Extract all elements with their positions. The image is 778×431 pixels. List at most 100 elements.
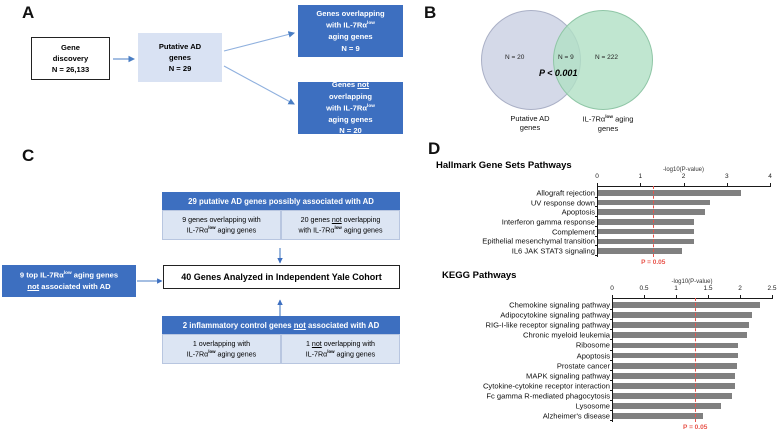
bar [613, 302, 761, 308]
y-tick [595, 206, 597, 208]
x-tick [726, 183, 728, 187]
x-tick-label: 0.5 [639, 285, 649, 292]
x-tick-label: 3 [724, 173, 729, 180]
y-tick [610, 400, 612, 401]
not-overlap-line-5: N = 20 [339, 126, 362, 136]
y-tick [595, 196, 597, 198]
category-label: Complement [551, 227, 595, 237]
y-tick [595, 216, 597, 218]
pvalue-threshold-line [653, 186, 655, 257]
category-label: Lysosome [575, 401, 610, 411]
c-left-line-1: 9 top IL-7Rαlow aging genes [19, 270, 119, 280]
category-label: Fc gamma R-mediated phagocytosis [486, 391, 610, 401]
bar [598, 248, 683, 254]
pvalue-threshold-label: P = 0.05 [683, 424, 708, 431]
x-tick-label: 4 [768, 173, 772, 180]
venn-circle-il7ra-aging [553, 10, 653, 110]
c-top-right-line-1: 20 genes not overlapping [300, 215, 381, 224]
c-top-left-line-1: 9 genes overlapping with [182, 215, 261, 224]
not-overlap-line-1: Genes not [331, 80, 370, 90]
category-label: MAPK signaling pathway [526, 371, 610, 381]
venn-count-intersection: N = 9 [558, 54, 574, 61]
y-tick [610, 379, 612, 381]
genes-overlapping-box: Genes overlapping with IL-7Rαlow aging g… [298, 5, 403, 57]
overlap-line-4: N = 9 [341, 43, 360, 53]
c-top-header-text: 29 putative AD genes possibly associated… [188, 196, 374, 206]
category-label: Epithelial mesenchymal transition [482, 236, 595, 246]
c-top-right-box: 20 genes not overlapping with IL-7Rαlow … [281, 210, 400, 240]
category-label: Ribosome [575, 340, 610, 350]
bar [613, 382, 735, 389]
category-label: Adipocytokine signaling pathway [500, 310, 610, 320]
x-tick [644, 295, 645, 299]
venn-pvalue: P < 0.001 [539, 68, 578, 78]
pvalue-threshold-line [695, 298, 697, 423]
x-tick [708, 295, 709, 299]
venn-diagram: N = 20 N = 9 N = 222 P < 0.001 Putative … [460, 8, 760, 133]
y-tick [610, 309, 612, 311]
y-tick [610, 369, 612, 371]
y-tick [610, 410, 612, 412]
x-axis-title: -log10(P-value) [671, 279, 713, 285]
chart-title: Hallmark Gene Sets Pathways [436, 160, 572, 171]
not-overlap-line-3: with IL-7Rαlow [326, 103, 375, 113]
x-tick [770, 183, 771, 187]
bar [613, 393, 733, 399]
panel-b-letter: B [424, 3, 437, 22]
x-tick-label: 0 [595, 173, 599, 180]
bar [598, 228, 694, 235]
pvalue-threshold-label: P = 0.05 [641, 258, 666, 266]
not-overlap-line-2: overlapping [328, 91, 373, 101]
c-top-left-line-2: IL-7Rαlow aging genes [186, 224, 257, 235]
bar [613, 312, 752, 319]
category-label: Cytokine-cytokine receptor interaction [482, 381, 610, 391]
x-tick [640, 183, 642, 187]
x-axis-title: -log10(P-value) [662, 167, 705, 173]
bar [613, 403, 721, 409]
c-bottom-right-box: 1 not overlapping with IL-7Rαlow aging g… [281, 334, 400, 364]
y-tick [610, 389, 612, 391]
category-label: Interferon gamma response [501, 217, 595, 227]
c-center-box: 40 Genes Analyzed in Independent Yale Co… [163, 265, 400, 289]
c-bottom-left-box: 1 overlapping with IL-7Rαlow aging genes [162, 334, 281, 364]
bar [613, 322, 749, 329]
y-tick [610, 420, 612, 422]
panel-d-letter: D [428, 139, 441, 158]
overlap-line-3: aging genes [328, 32, 373, 42]
y-tick [610, 359, 612, 361]
y-tick [595, 254, 597, 256]
category-label: Apoptosis [561, 207, 595, 217]
x-tick-label: 1 [674, 285, 678, 292]
bar [598, 209, 705, 216]
y-tick [595, 245, 597, 247]
bar [598, 219, 694, 225]
c-bottom-header-text: 2 inflammatory control genes not associa… [182, 320, 380, 330]
gene-discovery-text: Gene discovery N = 26,133 [51, 43, 90, 74]
genes-not-overlapping-box: Genes not overlapping with IL-7Rαlow agi… [298, 80, 403, 136]
c-bottom-right-line-1: 1 not overlapping with [305, 339, 375, 348]
putative-ad-genes-text: Putative AD genes N = 29 [158, 42, 202, 73]
y-tick [610, 339, 612, 341]
venn-count-right: N = 222 [595, 54, 618, 61]
gene-discovery-box: Gene discovery N = 26,133 [31, 37, 110, 80]
x-tick-label: 2.5 [767, 285, 777, 292]
c-top-left-box: 9 genes overlapping with IL-7Rαlow aging… [162, 210, 281, 240]
category-label: Apoptosis [576, 351, 610, 361]
category-label: Allograft rejection [536, 188, 595, 198]
overlap-line-2: with IL-7Rαlow [326, 20, 375, 30]
category-label: Prostate cancer [556, 361, 610, 371]
c-left-box: 9 top IL-7Rαlow aging genes not associat… [2, 265, 136, 297]
y-tick [610, 319, 612, 321]
y-tick [610, 329, 612, 331]
bar [598, 238, 694, 245]
x-tick [683, 183, 685, 187]
venn-count-left: N = 20 [505, 54, 525, 61]
bar [613, 342, 738, 349]
overlap-line-1: Genes overlapping [316, 8, 385, 18]
hallmark-chart: Hallmark Gene Sets Pathways -log10(P-valu… [432, 160, 776, 266]
c-left-line-2: not associated with AD [27, 282, 111, 292]
category-label: IL6 JAK STAT3 signaling [511, 246, 595, 256]
category-label: Chemokine signaling pathway [509, 300, 610, 310]
y-tick [610, 349, 612, 351]
bar [613, 372, 735, 379]
